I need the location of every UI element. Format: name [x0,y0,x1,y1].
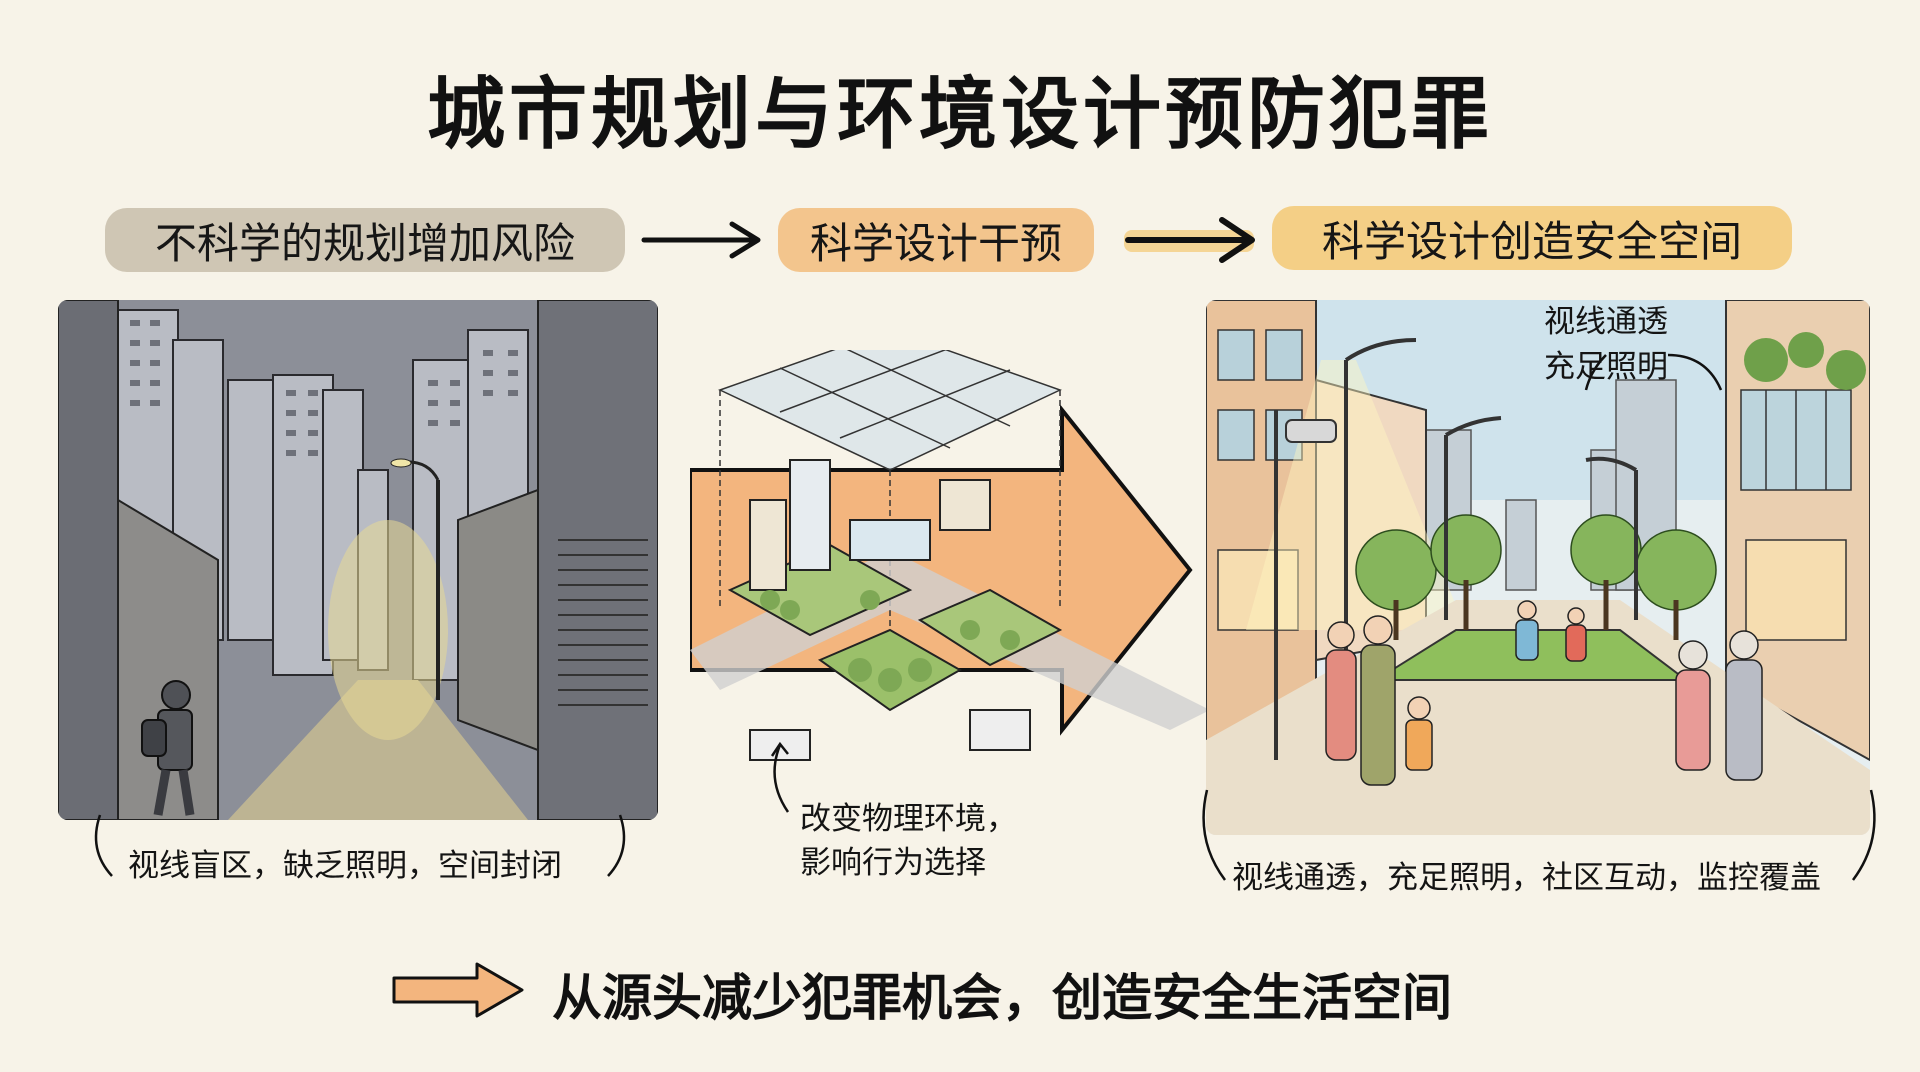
middle-caption-line-2: 影响行为选择 [800,845,986,881]
left-caption-bracket-icon [94,814,626,877]
isometric-city-drawing [690,350,1210,761]
safe-street-drawing [1206,300,1870,835]
right-caption-bracket-icon [1202,789,1876,881]
middle-caption-line-1: 改变物理环境， [800,801,1017,837]
flow-step-intervention: 科学设计干预 [778,208,1094,272]
right-panel-caption: 视线通透，充足照明，社区互动，监控覆盖 [1232,860,1821,896]
flow-step-label: 科学设计干预 [809,218,1062,268]
flow-step-label: 不科学的规划增加风险 [154,218,575,268]
flow-step-label: 科学设计创造安全空间 [1321,216,1742,266]
flow-step-safe-space: 科学设计创造安全空间 [1272,206,1792,270]
alley-scene-drawing [58,300,658,820]
left-panel-caption: 视线盲区，缺乏照明，空间封闭 [128,848,562,884]
middle-panel-caption: 改变物理环境， 影响行为选择 [800,797,1017,885]
dark-alley-illustration [58,300,658,820]
note-line-2: 充足照明 [1544,349,1668,385]
urban-planning-diagram [690,350,1210,780]
flow-step-risk: 不科学的规划增加风险 [105,208,625,272]
right-panel-note: 视线通透 充足照明 [1544,300,1668,390]
arrow-right-highlighted-icon [1124,217,1255,263]
arrow-right-icon [641,221,761,259]
conclusion-text: 从源头减少犯罪机会，创造安全生活空间 [552,969,1452,1027]
note-line-1: 视线通透 [1544,304,1668,340]
safe-street-illustration [1206,300,1870,835]
mid-caption-pointer-icon [770,741,790,813]
conclusion-arrow-icon [392,962,524,1018]
security-camera-icon [1285,419,1337,443]
page-title: 城市规划与环境设计预防犯罪 [426,70,1493,160]
